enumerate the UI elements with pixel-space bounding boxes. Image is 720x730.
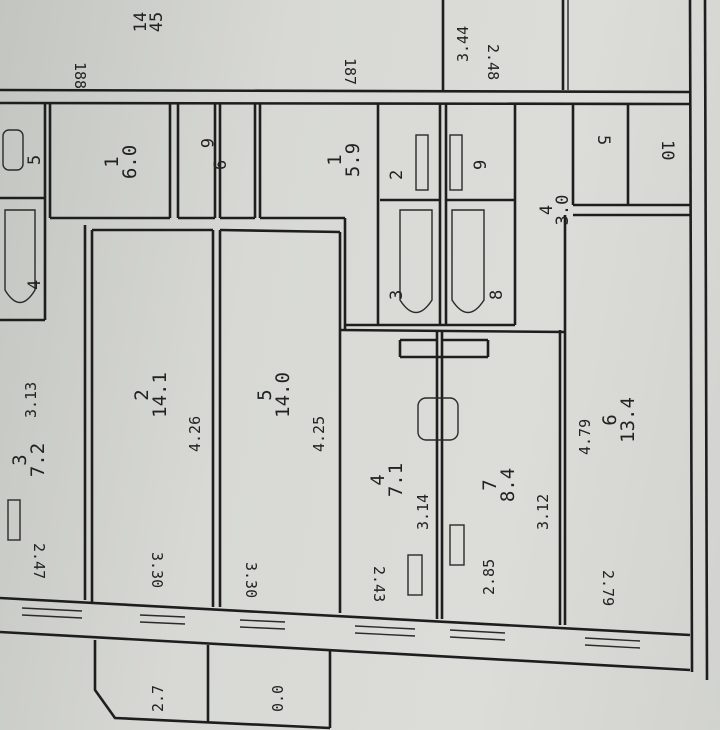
svg-text:5: 5 bbox=[25, 155, 45, 165]
room-labels: 1 6.0 1 5.9 4 3.0 2 14.1 5 14.0 4 7.1 7 … bbox=[9, 12, 639, 502]
room-14-label: 14 45 bbox=[131, 12, 167, 32]
svg-text:4: 4 bbox=[367, 474, 389, 485]
svg-text:8: 8 bbox=[487, 290, 507, 300]
svg-text:188: 188 bbox=[71, 62, 89, 89]
svg-text:4.79: 4.79 bbox=[576, 419, 594, 455]
svg-text:4: 4 bbox=[537, 205, 557, 215]
svg-text:8.4: 8.4 bbox=[497, 468, 519, 502]
svg-text:2.79: 2.79 bbox=[599, 570, 617, 606]
svg-text:7.2: 7.2 bbox=[27, 443, 49, 477]
svg-text:14.0: 14.0 bbox=[272, 372, 294, 418]
room-7-label: 7 8.4 bbox=[479, 468, 519, 502]
svg-text:1: 1 bbox=[101, 156, 123, 167]
room-5-label: 5 14.0 bbox=[254, 372, 294, 418]
svg-text:2: 2 bbox=[387, 170, 407, 180]
svg-text:0.0: 0.0 bbox=[269, 685, 287, 712]
svg-text:7.1: 7.1 bbox=[385, 463, 407, 497]
svg-text:14.1: 14.1 bbox=[149, 372, 171, 418]
svg-text:2.43: 2.43 bbox=[370, 566, 388, 602]
svg-text:3.12: 3.12 bbox=[534, 494, 552, 530]
windows bbox=[21, 607, 641, 649]
svg-text:4: 4 bbox=[25, 280, 45, 290]
svg-text:13.4: 13.4 bbox=[617, 397, 639, 443]
svg-text:3.0: 3.0 bbox=[553, 195, 573, 226]
svg-text:6.0: 6.0 bbox=[119, 145, 141, 179]
svg-text:2.85: 2.85 bbox=[480, 559, 498, 595]
svg-text:4.25: 4.25 bbox=[310, 416, 328, 452]
svg-text:3.30: 3.30 bbox=[148, 552, 166, 588]
svg-text:6: 6 bbox=[599, 414, 621, 425]
svg-text:3.14: 3.14 bbox=[414, 494, 432, 530]
small-room-labels: 5 6 6 2 9 5 10 4 3 8 bbox=[25, 135, 677, 300]
svg-text:3.30: 3.30 bbox=[242, 562, 260, 598]
room-4-label: 4 7.1 bbox=[367, 463, 407, 497]
room-4-corridor-label: 4 3.0 bbox=[537, 195, 573, 226]
svg-text:6: 6 bbox=[211, 160, 231, 170]
svg-text:2.7: 2.7 bbox=[149, 685, 167, 712]
svg-text:3: 3 bbox=[387, 290, 407, 300]
svg-text:6: 6 bbox=[196, 138, 216, 148]
svg-text:5.9: 5.9 bbox=[342, 143, 364, 177]
svg-text:2: 2 bbox=[131, 389, 153, 400]
svg-text:2.48: 2.48 bbox=[484, 44, 502, 80]
room-6-label: 6 13.4 bbox=[599, 397, 639, 443]
room-1b-label: 1 5.9 bbox=[324, 143, 364, 177]
svg-text:4.26: 4.26 bbox=[186, 416, 204, 452]
room-1-label: 1 6.0 bbox=[101, 145, 141, 179]
dimension-labels: 188 187 3.44 2.48 3.13 4.26 4.25 3.14 3.… bbox=[22, 26, 617, 712]
svg-text:9: 9 bbox=[471, 160, 491, 170]
svg-text:5: 5 bbox=[254, 389, 276, 400]
svg-text:7: 7 bbox=[479, 479, 501, 490]
svg-text:3: 3 bbox=[9, 454, 31, 465]
svg-text:3.44: 3.44 bbox=[454, 26, 472, 62]
svg-text:2.47: 2.47 bbox=[30, 543, 48, 579]
svg-text:45: 45 bbox=[147, 12, 167, 32]
svg-text:5: 5 bbox=[593, 135, 613, 145]
svg-text:14: 14 bbox=[131, 12, 151, 32]
svg-text:1: 1 bbox=[324, 154, 346, 165]
svg-text:10: 10 bbox=[657, 140, 677, 160]
plumbing-fixtures bbox=[2, 129, 485, 596]
room-3-label: 3 7.2 bbox=[9, 443, 49, 477]
room-2-label: 2 14.1 bbox=[131, 372, 171, 418]
svg-text:3.13: 3.13 bbox=[22, 382, 40, 418]
svg-text:187: 187 bbox=[341, 58, 359, 85]
